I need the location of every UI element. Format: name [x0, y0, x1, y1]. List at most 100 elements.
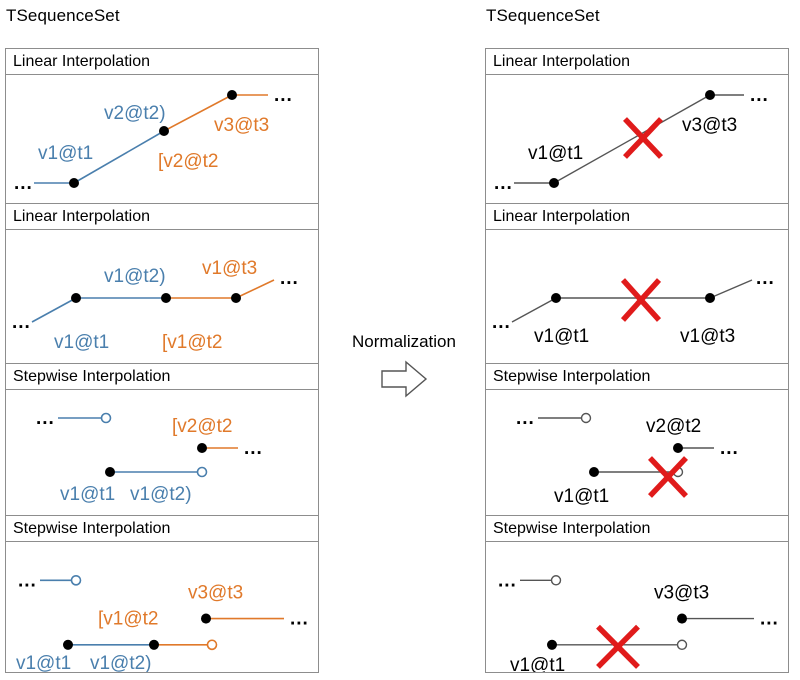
label-v1-t1: v1@t1 — [60, 484, 115, 505]
normalization-block: Normalization — [329, 332, 479, 405]
right-panel-2-header: Linear Interpolation — [486, 204, 788, 230]
ellipsis-left: ... — [516, 408, 535, 429]
label-v2-t2-open: [v2@t2 — [172, 416, 232, 437]
right-panel-1-body: ... ... v1@t1 v3@t3 — [486, 75, 788, 203]
data-point-closed — [159, 126, 169, 136]
left-panel-4-header: Stepwise Interpolation — [6, 516, 318, 542]
blue-lead-line — [31, 297, 77, 323]
ellipsis-left: ... — [12, 312, 31, 333]
data-point-closed — [673, 443, 683, 453]
tail-line — [709, 279, 753, 299]
data-point-closed — [549, 178, 559, 188]
data-point-closed — [547, 639, 557, 650]
normalization-label: Normalization — [352, 332, 456, 351]
left-panel-2-body: ... ... v1@t1 v1@t2) [v1@t2 v1@t3 — [6, 230, 318, 363]
ellipsis-right: ... — [756, 268, 775, 289]
ellipsis-right: ... — [750, 85, 769, 106]
left-panel-1-body: ... ... v1@t1 v2@t2) [v2@t2 v3@t3 — [6, 75, 318, 203]
blue-segment — [73, 130, 165, 184]
red-cross-icon — [648, 456, 688, 498]
red-cross-icon — [620, 278, 662, 322]
right-panel-3-header: Stepwise Interpolation — [486, 364, 788, 390]
label-v3-t3: v3@t3 — [188, 582, 243, 603]
label-v1-t2-open: [v1@t2 — [98, 609, 158, 630]
left-panel-3-body: ... ... v1@t1 v1@t2) [v2@t2 — [6, 390, 318, 515]
label-v2-t2-open: [v2@t2 — [158, 151, 218, 172]
right-panel-4: Stepwise Interpolation ... ... — [486, 516, 788, 672]
right-panel-2: Linear Interpolation ... ... v1@t1 v1@t3 — [486, 204, 788, 364]
ellipsis-right: ... — [760, 609, 779, 630]
right-panel-4-body: ... ... v1@t1 v3@t3 — [486, 542, 788, 672]
ellipsis-right: ... — [244, 438, 263, 459]
data-point-closed — [69, 178, 79, 188]
data-point-open — [196, 466, 208, 478]
data-point-closed — [589, 467, 599, 477]
orange-segment — [163, 94, 233, 132]
ellipsis-right: ... — [280, 268, 299, 289]
label-v1-t1: v1@t1 — [38, 143, 93, 164]
right-panel-3: Stepwise Interpolation ... ... — [486, 364, 788, 516]
right-panel-stack: Linear Interpolation ... ... v1@t1 v3@t3 — [485, 48, 789, 673]
left-panel-3-header: Stepwise Interpolation — [6, 364, 318, 390]
ellipsis-left: ... — [18, 570, 37, 591]
data-point-closed — [227, 90, 237, 100]
ellipsis-left: ... — [498, 570, 517, 591]
label-v1-t3: v1@t3 — [202, 258, 257, 279]
right-panel-1-header: Linear Interpolation — [486, 49, 788, 75]
left-panel-3: Stepwise Interpolation ... ... v1@t1 — [6, 364, 318, 516]
data-point-closed — [231, 293, 241, 303]
right-panel-3-body: ... ... v1@t1 v2@t2 — [486, 390, 788, 515]
red-cross-icon — [596, 624, 640, 669]
data-point-closed — [63, 639, 73, 650]
data-point-closed — [105, 467, 115, 477]
data-point-closed — [551, 293, 561, 303]
red-cross-icon — [623, 117, 663, 159]
lead-line — [511, 297, 557, 323]
label-v2-t2-close: v2@t2) — [104, 103, 166, 124]
data-point-open — [100, 412, 112, 424]
data-point-open — [676, 639, 688, 651]
data-point-open — [70, 574, 82, 586]
left-panel-2: Linear Interpolation ... ... v1@t1 v1@t2… — [6, 204, 318, 364]
ellipsis-right: ... — [290, 609, 309, 630]
label-v1-t2-open: [v1@t2 — [162, 332, 222, 353]
ellipsis-left: ... — [36, 408, 55, 429]
label-v1-t2-close: v1@t2) — [90, 653, 151, 672]
label-v1-t1: v1@t1 — [16, 653, 71, 672]
right-panel-4-header: Stepwise Interpolation — [486, 516, 788, 542]
left-panel-2-header: Linear Interpolation — [6, 204, 318, 230]
linear-segment — [553, 94, 711, 184]
label-v3-t3: v3@t3 — [654, 582, 709, 603]
label-v1-t1: v1@t1 — [528, 143, 583, 164]
label-v3-t3: v3@t3 — [214, 115, 269, 136]
right-panel-1: Linear Interpolation ... ... v1@t1 v3@t3 — [486, 49, 788, 204]
label-v3-t3: v3@t3 — [682, 115, 737, 136]
right-panel-2-body: ... ... v1@t1 v1@t3 — [486, 230, 788, 363]
left-panel-1-header: Linear Interpolation — [6, 49, 318, 75]
ellipsis-left: ... — [492, 312, 511, 333]
data-point-open — [550, 575, 562, 586]
data-point-closed — [197, 443, 207, 453]
data-point-closed — [149, 639, 159, 650]
right-arrow-icon — [329, 358, 479, 405]
ellipsis-right: ... — [720, 438, 739, 459]
ellipsis-right: ... — [274, 85, 293, 106]
label-v1-t1: v1@t1 — [534, 326, 589, 347]
left-panel-4: Stepwise Interpolation ... ... — [6, 516, 318, 672]
data-point-closed — [705, 90, 715, 100]
label-v1-t1: v1@t1 — [510, 655, 565, 672]
data-point-closed — [705, 293, 715, 303]
right-column-title: TSequenceSet — [486, 6, 600, 25]
data-point-closed — [71, 293, 81, 303]
label-v1-t1: v1@t1 — [54, 332, 109, 353]
left-column-title: TSequenceSet — [6, 6, 120, 25]
left-panel-4-body: ... ... v1@t1 v1@t2) [v1@t2 v3@t3 — [6, 542, 318, 672]
orange-tail-line — [235, 279, 275, 299]
label-v2-t2: v2@t2 — [646, 416, 701, 437]
data-point-open — [580, 412, 592, 424]
data-point-closed — [677, 613, 687, 624]
data-point-closed — [201, 613, 211, 624]
label-v1-t1: v1@t1 — [554, 486, 609, 507]
ellipsis-left: ... — [494, 173, 513, 194]
